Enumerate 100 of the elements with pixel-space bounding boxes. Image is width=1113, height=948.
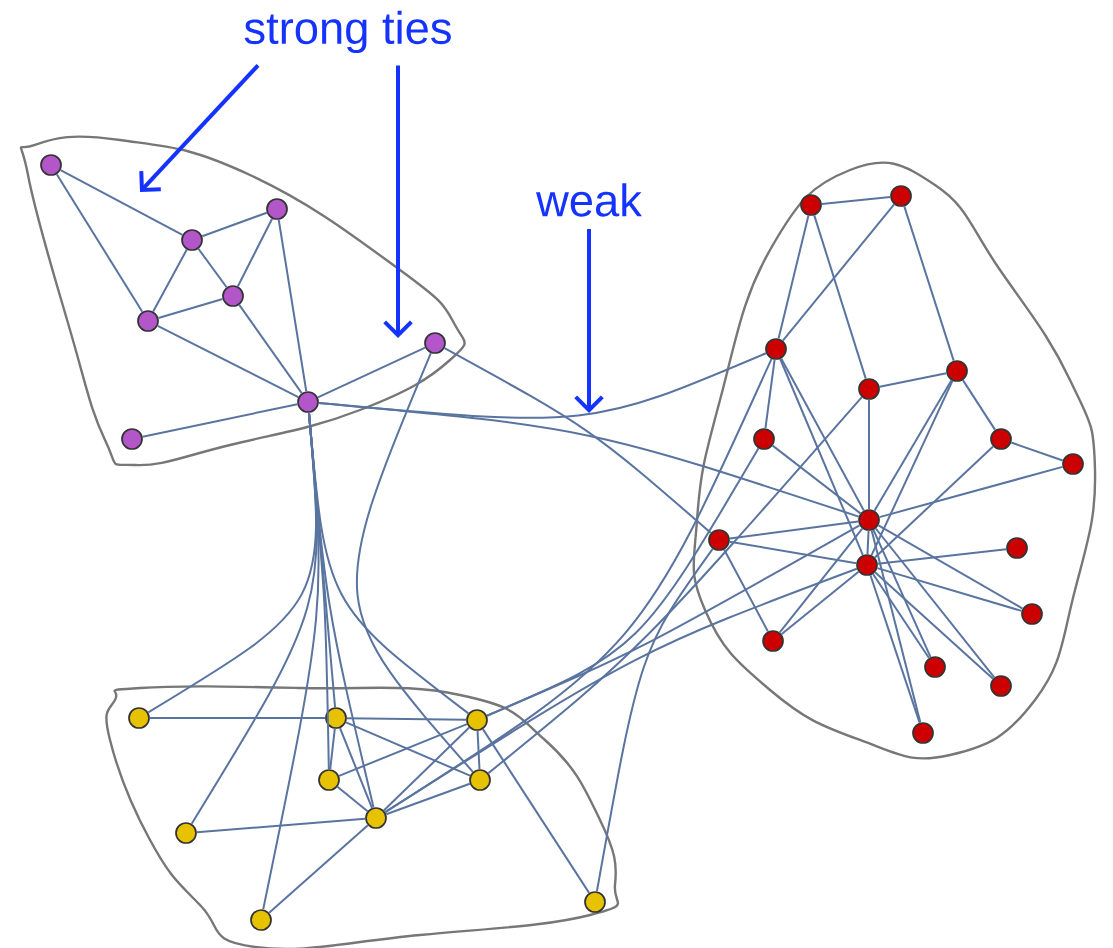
leader-arrow xyxy=(574,228,604,413)
network-edge xyxy=(866,529,870,556)
network-edge xyxy=(195,817,367,834)
network-edge xyxy=(156,324,300,399)
network-node xyxy=(137,310,159,332)
network-node xyxy=(762,630,784,652)
network-node xyxy=(266,198,288,220)
network-node xyxy=(990,675,1012,697)
leader-arrow xyxy=(139,64,260,192)
network-edge xyxy=(141,403,299,438)
network-node xyxy=(1006,537,1028,559)
network-edge xyxy=(336,785,369,813)
network-node xyxy=(858,378,880,400)
network-node xyxy=(424,332,446,354)
network-edge xyxy=(874,571,994,680)
group-outline xyxy=(105,685,620,948)
network-edge xyxy=(876,548,1008,565)
network-edge xyxy=(777,214,810,340)
network-edge xyxy=(1010,441,1064,462)
network-node xyxy=(708,529,730,551)
network-node xyxy=(297,391,319,413)
network-edge xyxy=(382,726,471,812)
network-edge xyxy=(201,211,268,238)
network-edge xyxy=(780,357,865,512)
network-node xyxy=(181,229,203,251)
network-edge xyxy=(903,205,955,362)
network-node xyxy=(469,769,491,791)
network-edge xyxy=(59,169,184,236)
network-node xyxy=(753,428,775,450)
network-edge xyxy=(268,824,369,914)
group-outline xyxy=(19,135,466,467)
annotation-label: weak xyxy=(536,183,642,217)
network-node xyxy=(858,509,880,531)
network-edge xyxy=(869,574,921,724)
network-node xyxy=(466,709,488,731)
network-node xyxy=(765,338,787,360)
network-edge xyxy=(874,527,996,679)
network-node xyxy=(1062,453,1084,475)
network-edge xyxy=(55,173,144,313)
network-edge xyxy=(384,357,773,814)
network-edge xyxy=(870,529,922,724)
network-edge xyxy=(316,346,427,399)
network-edge xyxy=(771,444,862,515)
network-edge xyxy=(876,567,1023,612)
network-edge xyxy=(873,445,995,559)
network-node xyxy=(912,722,934,744)
network-node xyxy=(924,656,946,678)
network-edge xyxy=(345,717,468,721)
network-node xyxy=(800,194,822,216)
annotation-label: strong ties xyxy=(244,10,451,54)
network-edge xyxy=(481,728,591,894)
network-edge xyxy=(873,379,953,512)
network-edge xyxy=(961,379,997,431)
network-node xyxy=(175,822,197,844)
network-edge xyxy=(723,548,769,633)
network-edge xyxy=(277,218,308,393)
network-edge xyxy=(356,352,474,773)
leader-arrow xyxy=(383,65,413,338)
network-edge xyxy=(872,528,932,659)
network-edge xyxy=(779,358,864,556)
network-edge xyxy=(781,203,896,342)
network-edge xyxy=(157,298,224,319)
network-node xyxy=(890,185,912,207)
network-edge xyxy=(385,782,471,816)
network-edge xyxy=(486,447,760,717)
network-edge xyxy=(238,303,303,395)
network-edge xyxy=(317,402,860,518)
network-node xyxy=(1021,603,1043,625)
network-edge xyxy=(307,411,470,715)
network-edge xyxy=(339,727,373,809)
network-edge xyxy=(820,196,892,205)
network-node xyxy=(856,554,878,576)
network-node xyxy=(584,891,606,913)
network-edge xyxy=(870,379,954,557)
network-node xyxy=(121,428,143,450)
network-edge xyxy=(780,570,860,636)
group-outline xyxy=(692,161,1097,760)
network-edge xyxy=(878,372,948,388)
network-edge xyxy=(487,396,863,775)
network-edge xyxy=(878,465,1064,519)
network-edge xyxy=(236,217,274,288)
network-node xyxy=(365,807,387,829)
network-edge xyxy=(778,527,864,634)
network-edge xyxy=(872,573,930,659)
network-node xyxy=(318,769,340,791)
network-edge xyxy=(728,540,858,565)
network-edge xyxy=(476,729,481,771)
network-node xyxy=(222,285,244,307)
network-edge xyxy=(443,347,712,534)
network-edge xyxy=(152,248,188,313)
network-edge xyxy=(813,214,867,380)
network-edge xyxy=(595,547,714,893)
network-edge xyxy=(764,358,776,430)
network-edge xyxy=(329,727,336,771)
network-node xyxy=(128,707,150,729)
network-node xyxy=(946,360,968,382)
network-edge xyxy=(868,398,870,511)
network-node xyxy=(250,909,272,931)
network-edge xyxy=(148,717,327,719)
network-node xyxy=(990,428,1012,450)
